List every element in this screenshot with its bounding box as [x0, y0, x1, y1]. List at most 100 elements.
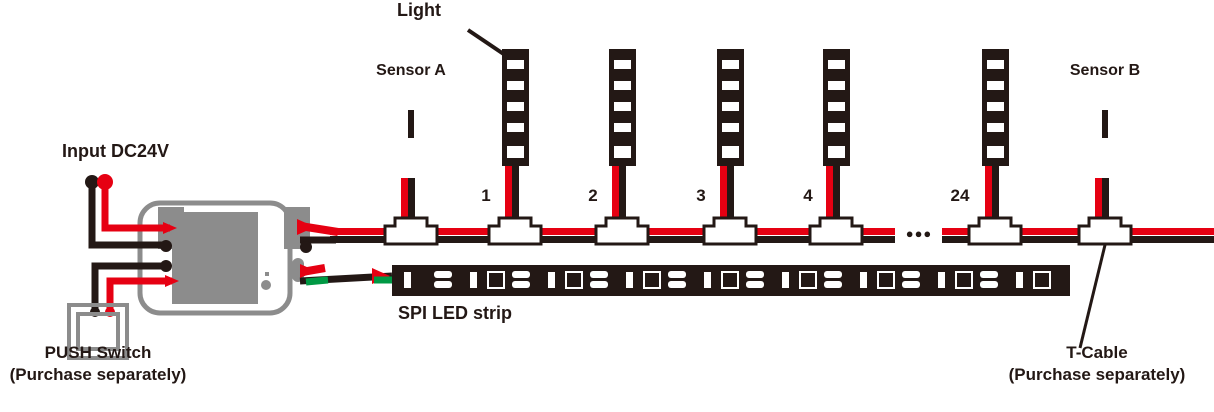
output-terminal-screw: [300, 241, 312, 253]
fixture-3-slot-4: [722, 123, 739, 132]
label-t-cable: T-Cable: [1066, 343, 1128, 362]
label-sensor-a: Sensor A: [376, 62, 446, 79]
light-number-1: 1: [481, 186, 491, 205]
label-light: Light: [397, 0, 441, 20]
fixture-3-slot-3: [722, 102, 739, 111]
light-2-black-drop: [619, 165, 626, 230]
fixture-24-slot-5: [987, 146, 1004, 158]
input-black-terminal: [85, 175, 99, 189]
fixture-24-slot-2: [987, 81, 1004, 90]
light-24-black-drop: [992, 165, 999, 230]
t-connector-light-2[interactable]: [594, 216, 650, 246]
light-leader-line: [466, 28, 510, 59]
switch-red-arrow: [165, 275, 179, 287]
indicator-square: [265, 272, 269, 276]
light-1-black-drop: [512, 165, 519, 230]
bus-break-ellipsis: ●●●: [905, 226, 933, 241]
fixture-4-slot-4: [828, 123, 845, 132]
input-black-wire: [88, 185, 168, 249]
label-input-dc24v: Input DC24V: [62, 141, 170, 161]
t-connector-light-24[interactable]: [967, 216, 1023, 246]
sensor-a-stub: [408, 110, 414, 138]
sensor-b-stub: [1102, 110, 1108, 138]
led-components: [404, 272, 1023, 288]
fixture-2-slot-2: [614, 81, 631, 90]
drop-light-24: [967, 165, 1023, 246]
light-3-red-drop: [720, 165, 727, 230]
light-3-black-drop: [727, 165, 734, 230]
t-connector-sensor-a[interactable]: [383, 216, 439, 246]
label-t-cable-note: (Purchase separately): [1008, 365, 1186, 384]
drop-sensor-a: [383, 110, 439, 246]
fixture-1-slot-2: [507, 81, 524, 90]
label-spi-led-strip: SPI LED strip: [398, 303, 513, 323]
switch-black-wire: [91, 262, 168, 310]
sensor-a-black-drop: [408, 178, 415, 230]
fixture-2-slot-4: [614, 123, 631, 132]
fixture-4-slot-2: [828, 81, 845, 90]
input-red-terminal: [97, 174, 113, 190]
fixture-4-slot-5: [828, 146, 845, 158]
fixture-2-slot-5: [614, 146, 631, 158]
fixture-3-slot-2: [722, 81, 739, 90]
label-push-switch: PUSH Switch: [44, 343, 152, 362]
push-switch-box: [67, 303, 129, 360]
fixture-24-slot-4: [987, 123, 1004, 132]
input-red-wire: [101, 186, 170, 232]
output-red-arrow: [297, 219, 315, 235]
label-push-switch-note: (Purchase separately): [9, 365, 187, 384]
light-fixture-4: [823, 49, 850, 166]
light-24-red-drop: [985, 165, 992, 230]
input-red-arrow: [163, 222, 177, 234]
drop-light-4: [808, 165, 864, 246]
strip-red-arrow: [300, 264, 316, 278]
fixture-24-slot-3: [987, 102, 1004, 111]
left-slot: [175, 258, 187, 282]
fixture-1-slot-5: [507, 146, 524, 158]
t-connector-light-1[interactable]: [487, 216, 543, 246]
terminal-screw-1: [160, 240, 172, 252]
fixture-4-slot-3: [828, 102, 845, 111]
fixture-3-slot-5: [722, 146, 739, 158]
push-switch-wires: [90, 262, 179, 317]
t-connector-light-3[interactable]: [702, 216, 758, 246]
light-number-24: 24: [950, 186, 970, 205]
led-strip-body: [392, 265, 1070, 296]
fixture-2-slot-3: [614, 102, 631, 111]
switch-outer: [67, 303, 129, 360]
fixture-1-slot-4: [507, 123, 524, 132]
drop-light-1: [487, 165, 543, 246]
strip-green-wire: [305, 276, 329, 286]
fixture-24-slot-1: [987, 60, 1004, 69]
drop-sensor-b: [1077, 110, 1133, 246]
light-4-black-drop: [833, 165, 840, 230]
light-2-red-drop: [612, 165, 619, 230]
light-number-4: 4: [803, 186, 813, 205]
sensor-b-red-drop: [1095, 178, 1102, 230]
switch-red-wire: [106, 277, 172, 310]
light-fixture-1: [502, 49, 529, 166]
drop-light-2: [594, 165, 650, 246]
t-connector-sensor-b[interactable]: [1077, 216, 1133, 246]
led-pads: [487, 271, 1051, 289]
indicator-button: [261, 280, 271, 290]
fixture-1-slot-3: [507, 102, 524, 111]
light-4-red-drop: [826, 165, 833, 230]
fixture-1-slot-1: [507, 60, 524, 69]
controller-strip-output: [299, 264, 393, 286]
t-cable-leader-line: [1078, 244, 1107, 349]
light-number-3: 3: [696, 186, 706, 205]
drop-light-3: [702, 165, 758, 246]
light-number-2: 2: [588, 186, 598, 205]
fixture-2-slot-1: [614, 60, 631, 69]
label-sensor-b: Sensor B: [1069, 62, 1141, 79]
light-fixture-3: [717, 49, 744, 166]
t-connector-light-4[interactable]: [808, 216, 864, 246]
sensor-b-black-drop: [1102, 178, 1109, 230]
light-fixture-2: [609, 49, 636, 166]
spi-led-strip: [392, 265, 1070, 296]
sensor-a-red-drop: [401, 178, 408, 230]
switch-inner: [76, 312, 120, 351]
